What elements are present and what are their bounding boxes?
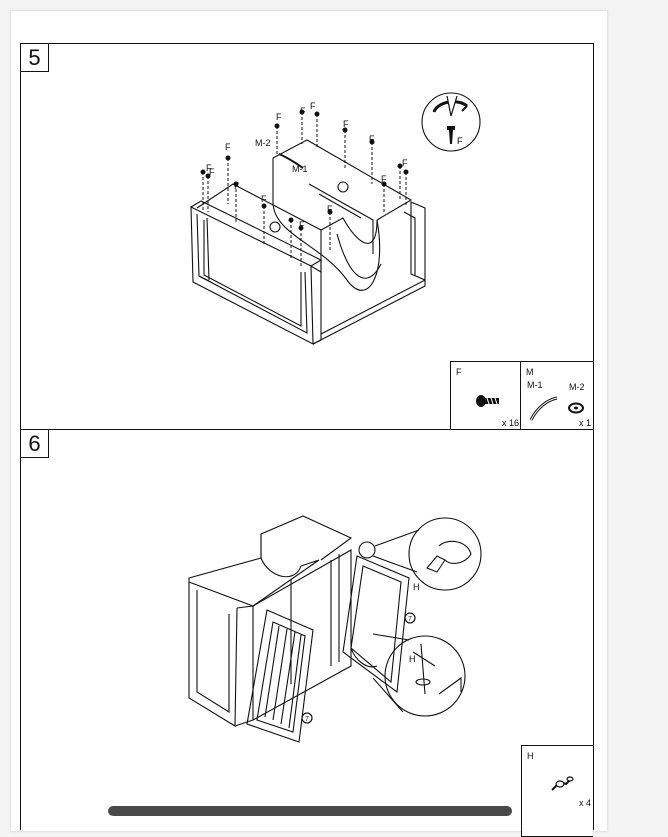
step-5-labels: F F F F F F F F F F F F F F M-2 M-1	[206, 101, 408, 230]
hinge-pin-icon	[551, 776, 574, 791]
part-sub-label: M-1	[527, 380, 543, 390]
part-sub-label: M-2	[569, 382, 585, 392]
svg-text:H: H	[413, 582, 420, 592]
screw-icon	[476, 395, 499, 407]
door-number-labels	[301, 612, 416, 724]
svg-text:F: F	[327, 204, 333, 214]
screw-markers	[200, 109, 409, 266]
part-quantity: x 4	[578, 798, 591, 808]
support-rod	[278, 153, 304, 169]
svg-text:F: F	[402, 158, 408, 168]
part-code: H	[527, 751, 534, 761]
svg-text:M-2: M-2	[255, 138, 271, 148]
step-5-illustration: F F F F F F F F F F F F F F M-2 M-1 F	[190, 92, 481, 345]
svg-text:F: F	[300, 106, 306, 116]
door-number-text: 7 7	[305, 616, 412, 723]
parts-box-h: H x 4	[521, 745, 593, 837]
screwdriver-rotate-icon: F	[421, 92, 481, 152]
part-quantity: x 16	[501, 418, 519, 428]
horizontal-scrollbar[interactable]	[108, 806, 512, 816]
svg-text:F: F	[209, 167, 215, 177]
step-6-illustration: H H 7 7	[188, 515, 482, 743]
svg-text:F: F	[299, 220, 305, 230]
part-quantity: x 1	[578, 418, 591, 428]
parts-box-m: M M-1 M-2 x 1	[520, 361, 593, 431]
svg-text:F: F	[343, 119, 349, 129]
step-6-panel: 6	[20, 429, 594, 837]
svg-text:F: F	[206, 163, 212, 173]
hinge-detail-top: H	[358, 517, 482, 592]
part-code: M	[526, 367, 534, 377]
step-5-panel: 5	[20, 43, 594, 431]
svg-text:M-1: M-1	[292, 164, 308, 174]
step-number: 6	[21, 430, 49, 458]
part-code: F	[456, 367, 462, 377]
rod-and-washer-icon	[529, 396, 584, 421]
cabinet-drawing	[188, 515, 353, 727]
svg-text:H: H	[409, 654, 416, 664]
svg-text:7: 7	[305, 716, 309, 723]
svg-text:F: F	[234, 181, 240, 191]
svg-text:F: F	[261, 194, 267, 204]
hinge-detail-bottom: H	[372, 633, 466, 717]
svg-text:F: F	[381, 174, 387, 184]
svg-text:F: F	[276, 112, 282, 122]
svg-text:F: F	[369, 134, 375, 144]
svg-text:7: 7	[408, 616, 412, 623]
left-door-drawing	[246, 609, 314, 743]
svg-text:F: F	[225, 142, 231, 152]
parts-box-f: F x 16	[450, 361, 522, 431]
right-door-drawing	[342, 555, 416, 694]
svg-text:F: F	[310, 101, 316, 111]
step-number: 5	[21, 44, 49, 72]
svg-text:F: F	[457, 136, 463, 146]
cabinet-drawing	[190, 139, 426, 345]
